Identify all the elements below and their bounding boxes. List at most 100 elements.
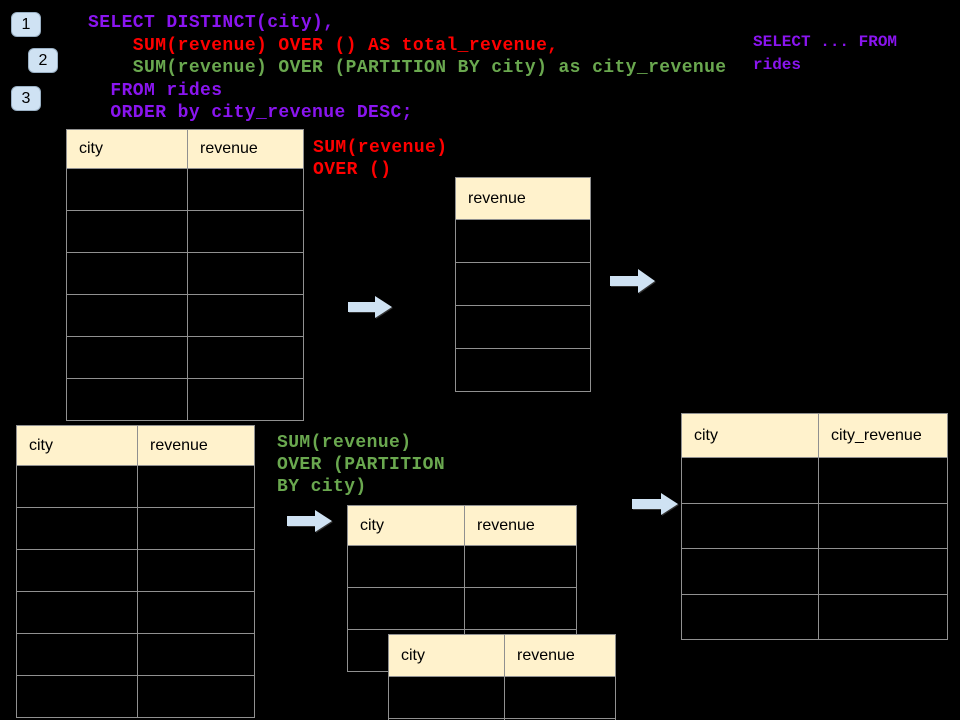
table-cell-empty [682,549,818,594]
table-row [348,587,576,629]
table-cell-empty [348,546,464,587]
table-cell-empty [17,592,137,633]
table-cell-empty [187,295,303,336]
table-row [17,465,254,507]
column-header-city_revenue: city_revenue [818,414,947,457]
table-cell-empty [67,211,187,252]
table-row [456,305,590,348]
annotation-line: OVER (PARTITION [277,455,446,475]
step-1-badge: 1 [11,12,41,37]
table-row [67,252,303,294]
table-row [17,633,254,675]
table-cell-empty [137,508,254,549]
table-row [67,336,303,378]
table-row [17,507,254,549]
annotation-sum-over-all: SUM(revenue)OVER () [313,137,447,181]
column-header-revenue: revenue [504,635,615,676]
annotation-line: SUM(revenue) [277,433,412,453]
table-cell-empty [67,295,187,336]
table-row [389,676,615,718]
column-header-revenue: revenue [187,130,303,168]
table-cell-empty [682,504,818,549]
table-cell-empty [456,220,590,262]
table-cell-empty [187,253,303,294]
column-header-city: city [682,414,818,457]
table-cell-empty [682,595,818,640]
table-row [456,348,590,391]
table-cell-empty [456,349,590,391]
table-row [17,675,254,717]
table-cell-empty [137,634,254,675]
table-row [17,591,254,633]
table-row [67,294,303,336]
column-header-city: city [389,635,504,676]
table-cell-empty [504,677,615,718]
table-row [456,262,590,305]
table-cell-empty [17,466,137,507]
table-row [682,593,947,640]
flow-arrow-icon [287,510,332,532]
table-cell-empty [348,588,464,629]
table-row [67,168,303,210]
annotation-line: BY city) [277,477,367,497]
table-cell-empty [137,592,254,633]
table-cell-empty [818,503,947,548]
table-cell-empty [818,594,947,639]
table-row [456,219,590,262]
table-cell-empty [17,508,137,549]
table-row [682,457,947,503]
column-header-revenue: revenue [456,178,590,219]
table-cell-empty [17,550,137,591]
sql-code: SELECT DISTINCT(city), SUM(revenue) OVER… [88,12,727,125]
table-cell-empty [818,458,947,503]
column-header-city: city [17,426,137,465]
table-total-revenue-result: revenue [455,177,591,392]
table-cell-empty [389,677,504,718]
table-row [682,502,947,549]
table-row [348,545,576,587]
annotation-line: rides [753,56,802,74]
column-header-revenue: revenue [464,506,576,545]
table-cell-empty [67,337,187,378]
table-cell-empty [17,676,137,717]
table-cell-empty [682,458,818,503]
table-cell-empty [67,169,187,210]
table-cell-empty [137,466,254,507]
table-cell-empty [187,379,303,420]
table-cell-empty [137,550,254,591]
table-header-row: revenue [456,178,590,219]
sql-code-line: SUM(revenue) OVER () AS total_revenue, [88,35,559,56]
table-cell-empty [818,549,947,594]
sql-code-line: FROM rides [88,80,223,101]
table-row [17,549,254,591]
table-cell-empty [67,253,187,294]
flow-arrow-icon [348,296,392,318]
table-row [67,378,303,420]
column-header-city: city [67,130,187,168]
flow-arrow-icon [632,493,678,515]
table-cell-empty [17,634,137,675]
sql-code-line: SUM(revenue) OVER (PARTITION BY city) as… [88,58,727,78]
table-cell-empty [67,379,187,420]
table-cell-empty [464,588,576,629]
table-cell-empty [456,306,590,348]
sql-code-line: SELECT DISTINCT(city), [88,13,335,33]
table-row [67,210,303,252]
column-header-revenue: revenue [137,426,254,465]
table-cell-empty [187,337,303,378]
table-cell-empty [464,546,576,587]
flow-arrow-icon [610,269,655,293]
column-header-city: city [348,506,464,545]
